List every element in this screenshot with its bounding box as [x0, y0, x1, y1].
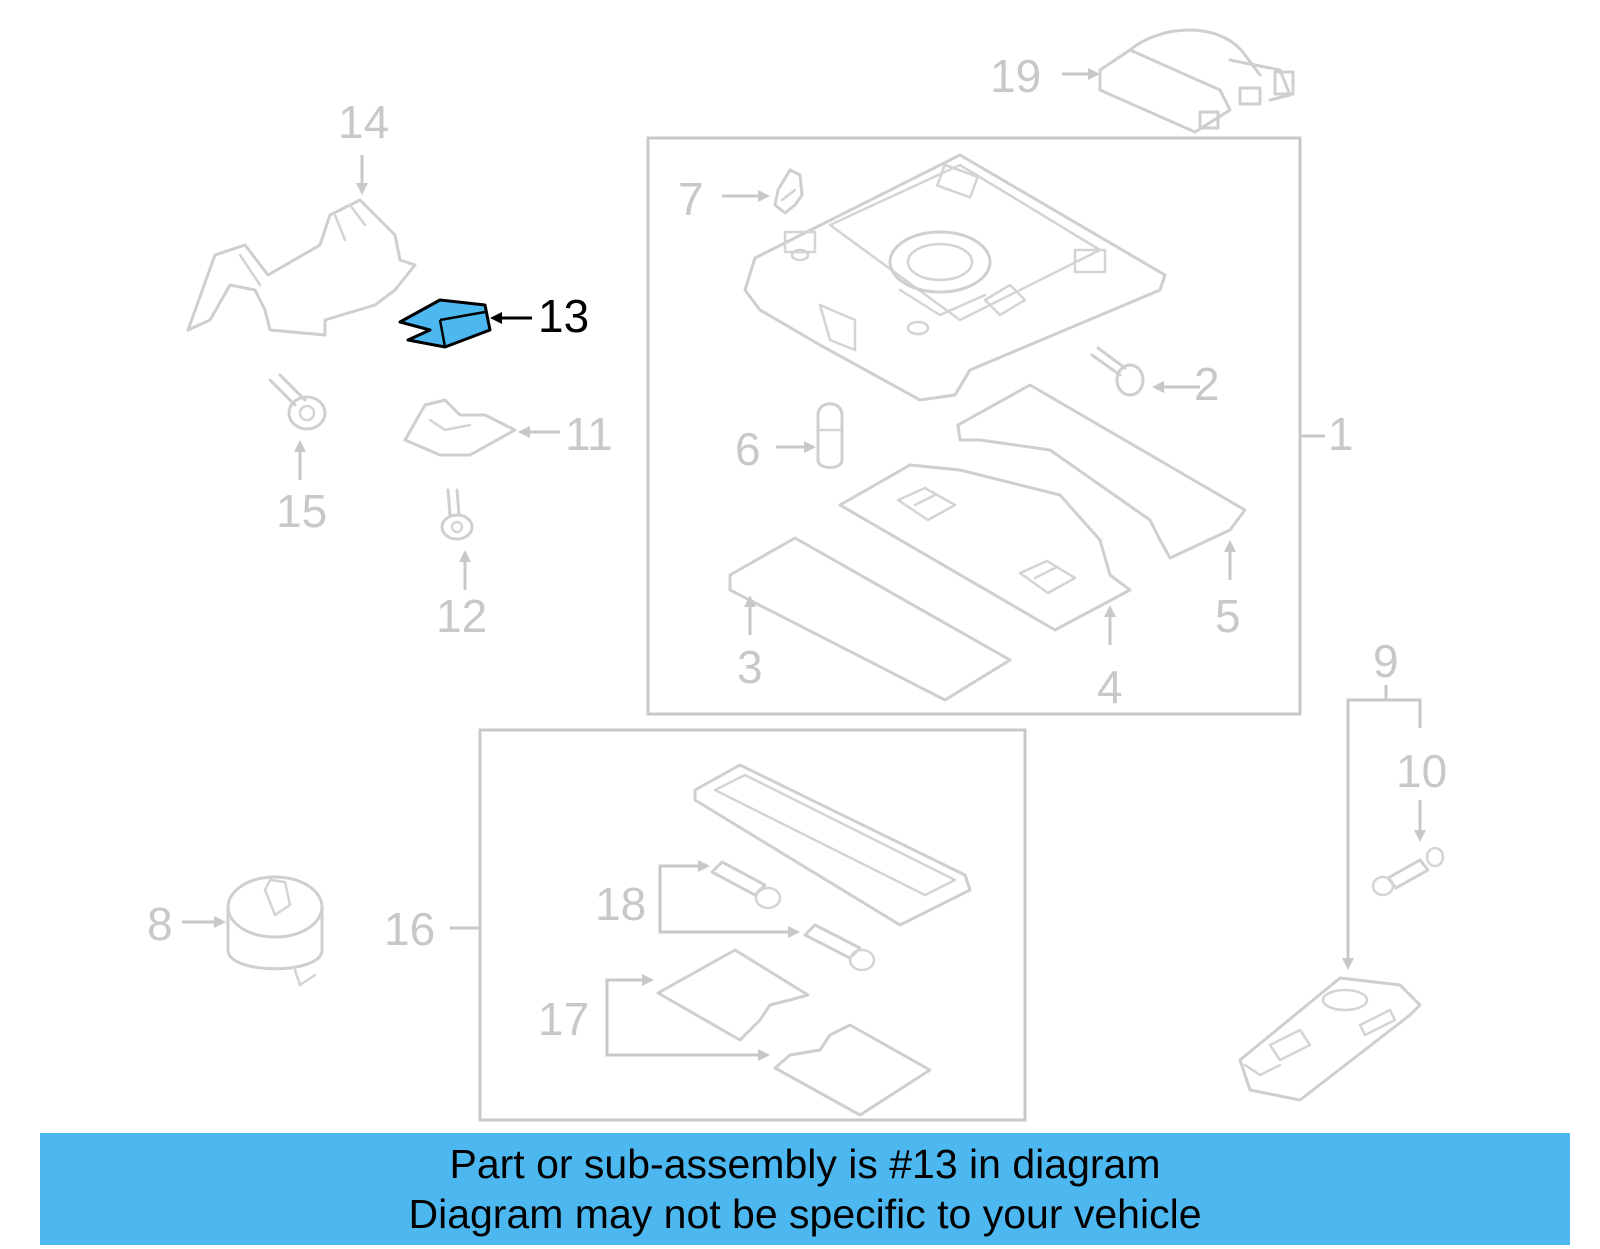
- callout-8: 8: [147, 898, 173, 950]
- part-3-pad: [728, 536, 1012, 702]
- callout-7: 7: [678, 173, 704, 225]
- callout-4: 4: [1097, 661, 1123, 713]
- assembly-box-16: [478, 728, 1027, 1122]
- callout-6: 6: [735, 423, 761, 475]
- callout-19: 19: [990, 50, 1041, 102]
- callout-17: 17: [538, 993, 589, 1045]
- part-6-plug: [816, 402, 844, 469]
- callout-16: 16: [384, 903, 435, 955]
- callout-2: 2: [1194, 358, 1220, 410]
- banner-line-1: Part or sub-assembly is #13 in diagram: [449, 1141, 1161, 1187]
- part-12-screw: [440, 488, 474, 541]
- part-17-pads: [656, 948, 932, 1117]
- part-14-bracket: [186, 198, 417, 337]
- part-8-button: [226, 875, 324, 987]
- callout-18: 18: [595, 878, 646, 930]
- callout-3: 3: [737, 641, 763, 693]
- callout-15: 15: [276, 485, 327, 537]
- callout-12: 12: [436, 590, 487, 642]
- part-5-pad: [956, 383, 1247, 560]
- callout-10: 10: [1396, 745, 1447, 797]
- callout-1: 1: [1328, 408, 1354, 460]
- leader-lines: [182, 68, 1426, 1061]
- callout-13: 13: [538, 290, 589, 342]
- part-1-housing: [743, 153, 1167, 402]
- part-4-pad: [838, 463, 1132, 632]
- part-18-bulbs: [710, 860, 876, 972]
- part-16-lens: [693, 763, 972, 927]
- banner-line-2: Diagram may not be specific to your vehi…: [408, 1191, 1202, 1237]
- part-19-module: [1098, 28, 1295, 134]
- callout-14: 14: [338, 96, 389, 148]
- part-7-clip: [773, 168, 804, 215]
- part-9-lamp: [1238, 976, 1422, 1102]
- callout-5: 5: [1215, 590, 1241, 642]
- part-10-bulb: [1371, 846, 1445, 897]
- info-banner: Part or sub-assembly is #13 in diagram D…: [40, 1133, 1570, 1245]
- part-11-bracket: [403, 398, 517, 457]
- part-2-screw: [1090, 346, 1145, 397]
- part-13-highlighted: [398, 298, 492, 349]
- assembly-box-1: [646, 136, 1302, 716]
- part-15-bolt: [268, 373, 327, 431]
- callout-11: 11: [565, 408, 613, 460]
- callout-9: 9: [1373, 635, 1399, 687]
